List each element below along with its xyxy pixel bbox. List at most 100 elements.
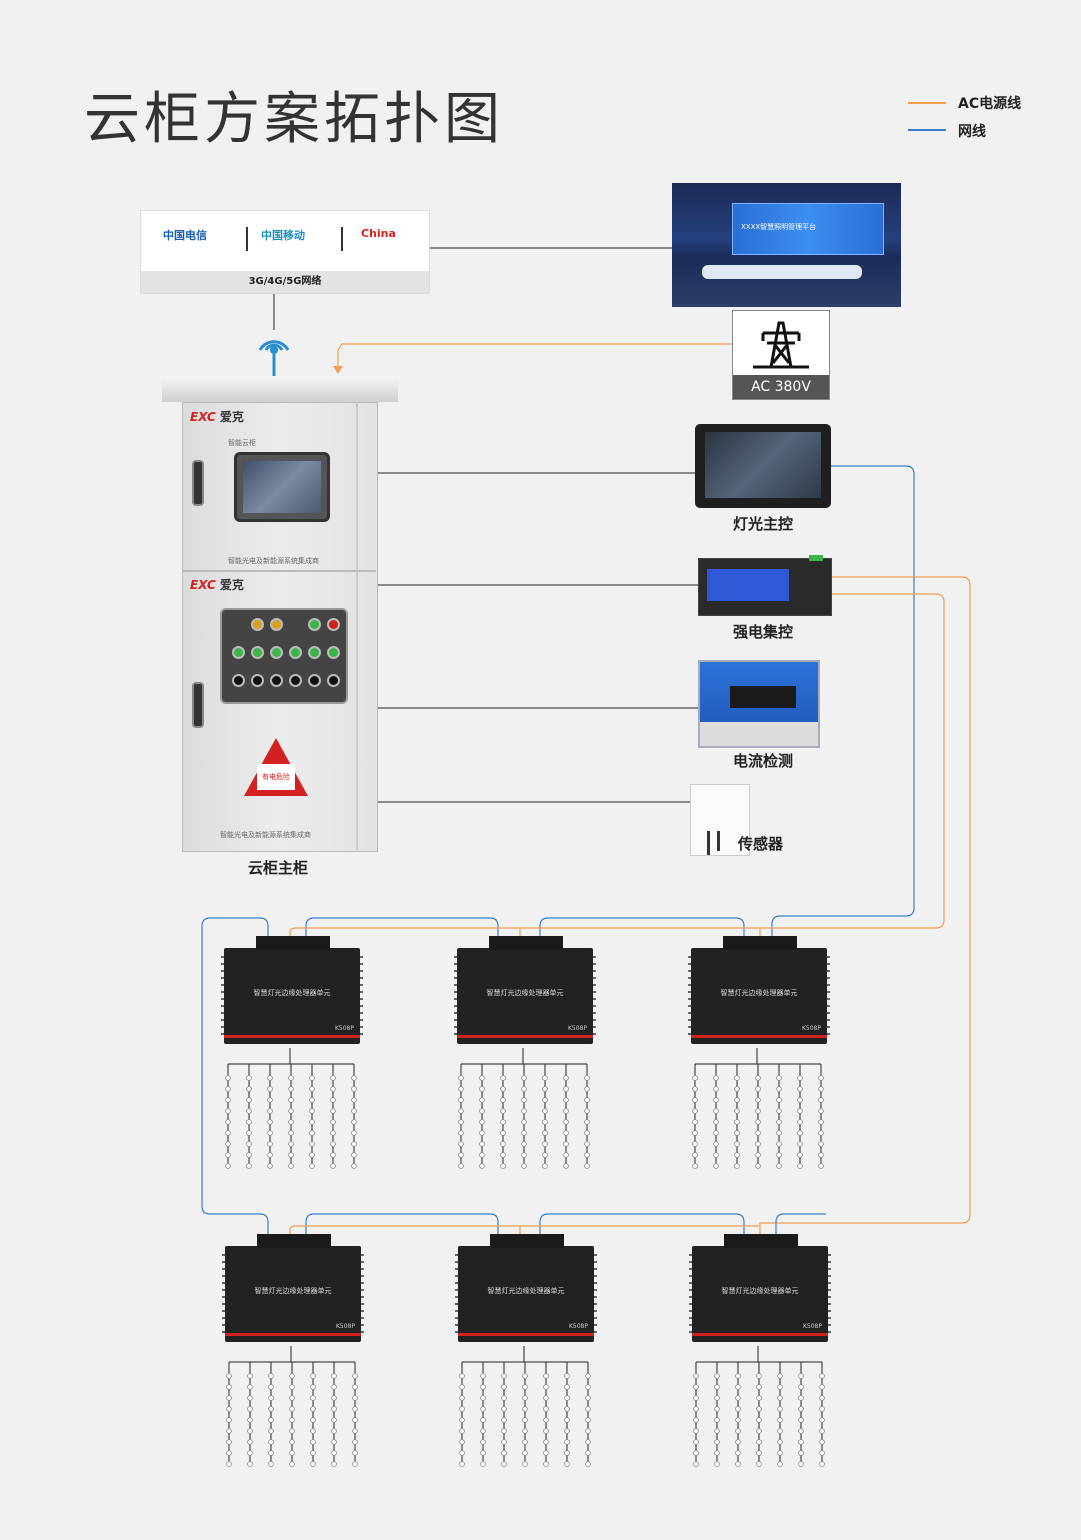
cabinet-top-caption: 智能云柜 [228, 439, 256, 447]
light-node [459, 1428, 465, 1434]
network-label: 3G/4G/5G网络 [141, 271, 429, 293]
heat-fin [360, 998, 363, 1000]
carrier-divider [341, 227, 343, 251]
heat-fin [593, 998, 596, 1000]
heat-fin [454, 991, 457, 993]
warning-text: 有电危险 [257, 764, 295, 790]
light-node [246, 1152, 252, 1158]
tablet-screen [705, 432, 821, 498]
heat-fin [221, 998, 224, 1000]
light-node [479, 1163, 485, 1169]
light-node [564, 1417, 570, 1423]
light-node [521, 1130, 527, 1136]
heat-fin [455, 1296, 458, 1298]
legend-net-label: 网线 [958, 124, 986, 140]
light-node [713, 1141, 719, 1147]
light-node [776, 1130, 782, 1136]
light-node [522, 1428, 528, 1434]
light-node [479, 1130, 485, 1136]
heat-fin [688, 1026, 691, 1028]
heat-fin [221, 1005, 224, 1007]
light-node [755, 1097, 761, 1103]
light-node [542, 1141, 548, 1147]
light-node [352, 1461, 358, 1467]
cabinet-door-split [182, 570, 376, 572]
light-node [542, 1163, 548, 1169]
heat-fin [828, 1296, 831, 1298]
light-node [693, 1461, 699, 1467]
heat-fin [222, 1268, 225, 1270]
light-node [247, 1406, 253, 1412]
light-node [479, 1097, 485, 1103]
control-center-photo: XXXX智慧照明管理平台 [672, 183, 901, 307]
light-node [819, 1461, 825, 1467]
heat-fin [827, 1019, 830, 1021]
light-node [330, 1152, 336, 1158]
light-node [267, 1130, 273, 1136]
light-node [755, 1108, 761, 1114]
light-node [331, 1461, 337, 1467]
light-node [225, 1152, 231, 1158]
light-node [501, 1395, 507, 1401]
panel-button [251, 646, 264, 659]
light-node [330, 1141, 336, 1147]
cabinet-label: 云柜主柜 [248, 859, 309, 877]
light-node [288, 1141, 294, 1147]
light-node [756, 1461, 762, 1467]
light-node [480, 1450, 486, 1456]
light-node [459, 1373, 465, 1379]
light-node [543, 1439, 549, 1445]
light-node [331, 1450, 337, 1456]
light-node [585, 1417, 591, 1423]
light-node [797, 1075, 803, 1081]
processor-connector-plate [490, 1234, 564, 1248]
heat-fin [828, 1289, 831, 1291]
sensor-label: 传感器 [738, 835, 784, 853]
light-node [777, 1417, 783, 1423]
light-node [713, 1163, 719, 1169]
sensor-probe [707, 831, 710, 855]
heat-fin [689, 1317, 692, 1319]
heat-fin [828, 1275, 831, 1277]
light-node [777, 1373, 783, 1379]
processor-red-stripe [457, 1035, 593, 1038]
light-node [584, 1141, 590, 1147]
light-node [268, 1439, 274, 1445]
light-node [798, 1417, 804, 1423]
light-node [797, 1152, 803, 1158]
heat-fin [360, 970, 363, 972]
light-node [289, 1450, 295, 1456]
light-node [797, 1130, 803, 1136]
light-node [480, 1461, 486, 1467]
light-node [798, 1450, 804, 1456]
light-node [564, 1428, 570, 1434]
light-node [542, 1130, 548, 1136]
light-node [798, 1428, 804, 1434]
light-node [352, 1439, 358, 1445]
light-node [819, 1384, 825, 1390]
light-node [247, 1461, 253, 1467]
heat-fin [360, 1019, 363, 1021]
panel-button [308, 618, 321, 631]
light-node [330, 1075, 336, 1081]
light-node [713, 1119, 719, 1125]
light-node [585, 1428, 591, 1434]
light-node [734, 1163, 740, 1169]
light-node [521, 1152, 527, 1158]
light-node [776, 1141, 782, 1147]
light-node [585, 1439, 591, 1445]
light-node [585, 1461, 591, 1467]
light-node [692, 1163, 698, 1169]
heat-fin [594, 1296, 597, 1298]
heat-fin [361, 1296, 364, 1298]
heat-fin [689, 1310, 692, 1312]
heat-fin [221, 970, 224, 972]
light-node [331, 1439, 337, 1445]
carrier-network-box: 中国电信 中国移动 China 3G/4G/5G网络 [140, 210, 430, 294]
light-node [521, 1075, 527, 1081]
light-node [734, 1152, 740, 1158]
light-node [798, 1439, 804, 1445]
light-node [543, 1406, 549, 1412]
light-node [818, 1075, 824, 1081]
